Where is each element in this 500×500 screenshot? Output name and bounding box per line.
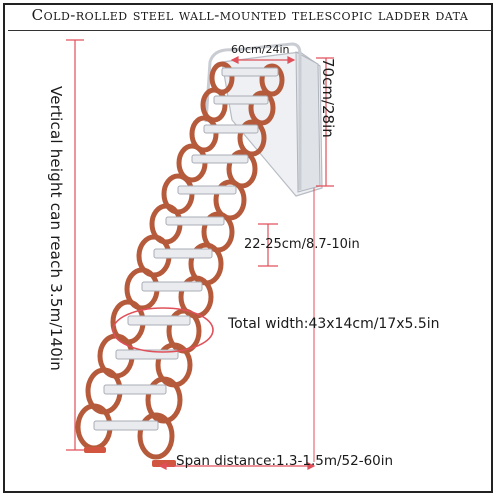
- total-width-label: Total width:43x14cm/17x5.5in: [228, 316, 440, 332]
- page-title: Cold-rolled steel wall-mounted telescopi…: [31, 6, 469, 24]
- width-label: 60cm/24in: [231, 43, 290, 56]
- ladder-feet: [84, 447, 176, 467]
- image-frame: [3, 3, 493, 493]
- span-distance-label: Span distance:1.3-1.5m/52-60in: [176, 453, 394, 469]
- total-width-highlight: [112, 307, 214, 353]
- title-divider: [8, 30, 492, 31]
- fold-height-label: 70cm/28in: [319, 58, 337, 138]
- step-spacing-label: 22-25cm/8.7-10in: [244, 237, 360, 252]
- dimension-lines: [66, 39, 334, 470]
- ladder-links: [75, 61, 285, 460]
- wall-bracket: [204, 42, 323, 197]
- vertical-height-label: Vertical height can reach 3.5m/140in: [47, 86, 65, 372]
